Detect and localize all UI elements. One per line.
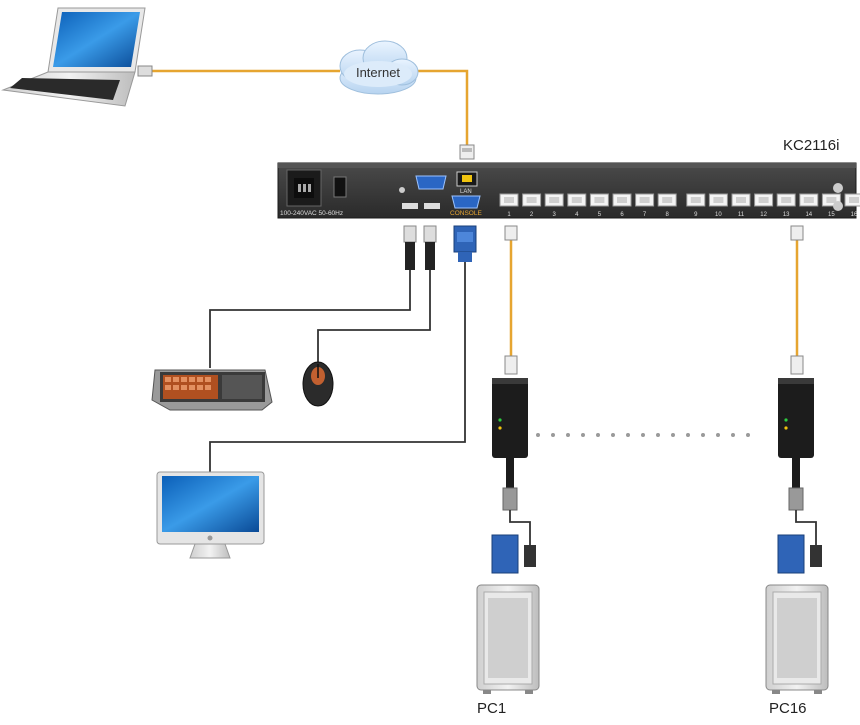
ellipsis-dot — [701, 433, 705, 437]
ellipsis-dot — [641, 433, 645, 437]
mouse-icon — [302, 361, 334, 407]
kvm-dongle-pc1 — [491, 355, 536, 574]
usb-plug-icon — [403, 225, 437, 270]
rj45-port-socket — [549, 197, 560, 203]
rj45-port-socket — [526, 197, 537, 203]
rj45-port-socket — [690, 197, 701, 203]
usb-symbol-icon — [399, 187, 405, 193]
rj45-port-socket — [781, 197, 792, 203]
ellipsis-dot — [611, 433, 615, 437]
port-number-label: 4 — [575, 212, 579, 218]
ellipsis-dot — [686, 433, 690, 437]
ellipsis-dot — [536, 433, 540, 437]
ellipsis-dot — [746, 433, 750, 437]
monitor-cable — [209, 262, 466, 474]
rj45-port-socket — [571, 197, 582, 203]
ellipsis-dot — [566, 433, 570, 437]
ground-screw-icon — [833, 201, 843, 211]
rj45-plug-icon — [504, 225, 804, 241]
rj45-port-socket — [713, 197, 724, 203]
lan-label: LAN — [460, 189, 472, 195]
ellipsis-dot — [731, 433, 735, 437]
rj45-port-socket — [849, 197, 859, 203]
ellipsis-dot — [581, 433, 585, 437]
rj45-port-socket — [736, 197, 746, 203]
ground-screw-icon — [833, 183, 843, 193]
port-number-label: 8 — [666, 212, 670, 218]
ellipsis-dot — [596, 433, 600, 437]
rj45-port-socket — [639, 197, 650, 203]
rj45-port-socket — [662, 197, 673, 203]
laptop-icon — [1, 7, 153, 107]
pc-tower-icon — [765, 584, 829, 694]
power-socket-icon — [286, 169, 322, 207]
vga-plug-icon — [453, 225, 477, 262]
lan-port-icon — [456, 171, 478, 187]
usb-port-icon — [402, 203, 418, 209]
keyboard-cable — [209, 270, 411, 368]
model-label: KC2116i — [783, 137, 840, 154]
ellipsis-dot — [716, 433, 720, 437]
port-number-label: 10 — [715, 212, 722, 218]
kvm-dongle-pc16 — [777, 355, 822, 574]
pc1-label: PC1 — [477, 700, 507, 717]
ellipsis-dot — [671, 433, 675, 437]
port-number-label: 13 — [783, 212, 790, 218]
ellipsis-dot — [551, 433, 555, 437]
monitor-icon — [156, 471, 265, 559]
port-number-label: 7 — [643, 212, 647, 218]
port-number-label: 1 — [507, 212, 511, 218]
power-switch-icon — [333, 176, 347, 198]
internet-cloud-icon: Internet — [339, 40, 419, 95]
pc16-label: PC16 — [769, 700, 807, 717]
pc-tower-icon — [476, 584, 540, 694]
port-number-label: 9 — [694, 212, 698, 218]
port-number-label: 6 — [620, 212, 624, 218]
port-number-label: 14 — [805, 212, 812, 218]
port-number-label: 12 — [760, 212, 767, 218]
usb-port-icon — [424, 203, 440, 209]
ellipsis-dot — [656, 433, 660, 437]
internet-to-kvm-cable — [412, 69, 469, 147]
console-label: CONSOLE — [450, 210, 482, 217]
mouse-cable — [317, 270, 431, 362]
rj45-port-socket — [594, 197, 605, 203]
port-number-label: 16 — [851, 212, 858, 218]
keyboard-icon — [151, 369, 273, 411]
vga-port-icon — [415, 175, 481, 209]
cables — [150, 69, 799, 474]
port-number-label: 15 — [828, 212, 835, 218]
rj45-port-socket — [504, 197, 514, 203]
rj45-port-socket — [617, 197, 627, 203]
rj45-port-socket — [826, 197, 837, 203]
ellipsis-dots — [536, 433, 750, 437]
port-number-label: 3 — [553, 212, 557, 218]
power-label: 100-240VAC 50-60Hz — [280, 210, 343, 217]
port-number-label: 5 — [598, 212, 602, 218]
ellipsis-dot — [626, 433, 630, 437]
port-number-label: 2 — [530, 212, 534, 218]
internet-label: Internet — [356, 65, 400, 80]
rj45-port-socket — [803, 197, 814, 203]
port-number-label: 11 — [738, 212, 745, 218]
rj45-plug-icon — [459, 144, 475, 160]
rj45-port-socket — [758, 197, 769, 203]
